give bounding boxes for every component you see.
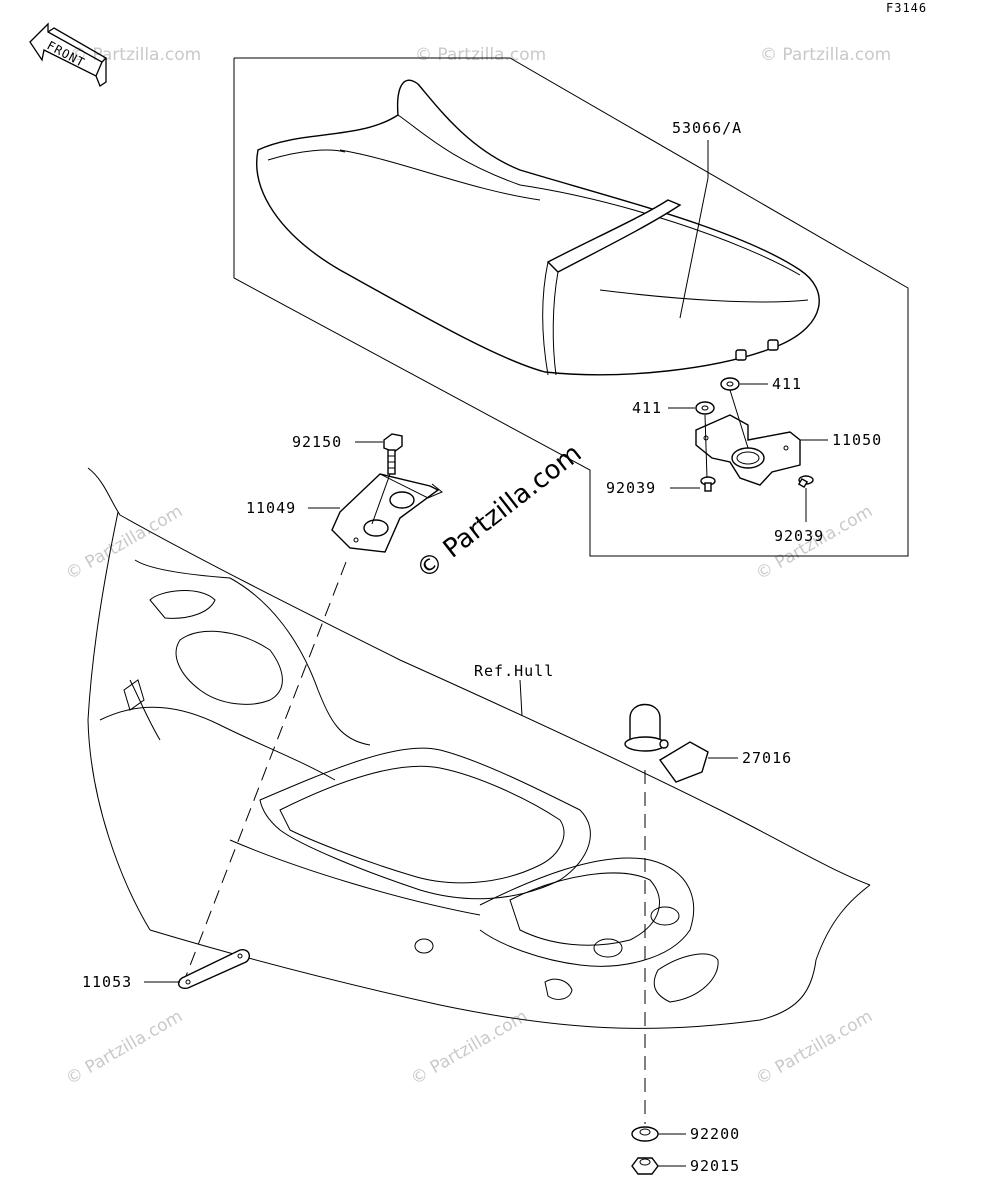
hull — [87, 467, 871, 1029]
assembly-box — [233, 57, 909, 557]
label-seat: 53066/A — [672, 119, 742, 137]
screw-left — [700, 476, 716, 492]
bolt — [383, 433, 403, 475]
label-bolt: 92150 — [292, 433, 342, 451]
label-washer-right: 411 — [772, 375, 802, 393]
seat — [256, 79, 820, 376]
axis-line-dashed — [185, 561, 347, 977]
washer-left — [695, 401, 715, 415]
cap — [624, 703, 709, 783]
label-cap: 27016 — [742, 749, 792, 767]
label-screw-left: 92039 — [606, 479, 656, 497]
diagram-code: F3146 — [886, 1, 927, 15]
label-screw-right: 92039 — [774, 527, 824, 545]
watermark: © Partzilla.com — [760, 45, 891, 65]
center-watermark: © Partzilla.com — [411, 438, 588, 585]
strap — [177, 949, 251, 990]
seat-bracket — [695, 414, 801, 486]
leader-seat — [679, 140, 709, 319]
washer-right — [720, 377, 740, 391]
axis-line — [729, 389, 749, 449]
label-washer-left: 411 — [632, 399, 662, 417]
watermark: © Partzilla.com — [408, 1006, 532, 1089]
washer-bottom — [631, 1126, 659, 1142]
hull-bracket — [331, 473, 443, 553]
watermark: © Partzilla.com — [63, 1006, 187, 1089]
label-seat-bracket: 11050 — [832, 431, 882, 449]
label-nut: 92015 — [690, 1157, 740, 1175]
label-washer-bottom: 92200 — [690, 1125, 740, 1143]
nut — [631, 1157, 659, 1175]
leader-hull — [519, 679, 523, 717]
axis-line — [704, 414, 708, 479]
axis-line — [371, 473, 391, 525]
watermark: © Partzilla.com — [753, 1006, 877, 1089]
screw-right — [797, 475, 814, 489]
watermark: © Partzilla.com — [415, 45, 546, 65]
label-hull-bracket: 11049 — [246, 499, 296, 517]
watermark: © Partzilla.com — [63, 501, 187, 584]
watermark: © Partzilla.com — [70, 45, 201, 65]
label-strap: 11053 — [82, 973, 132, 991]
label-hull: Ref.Hull — [474, 662, 554, 680]
